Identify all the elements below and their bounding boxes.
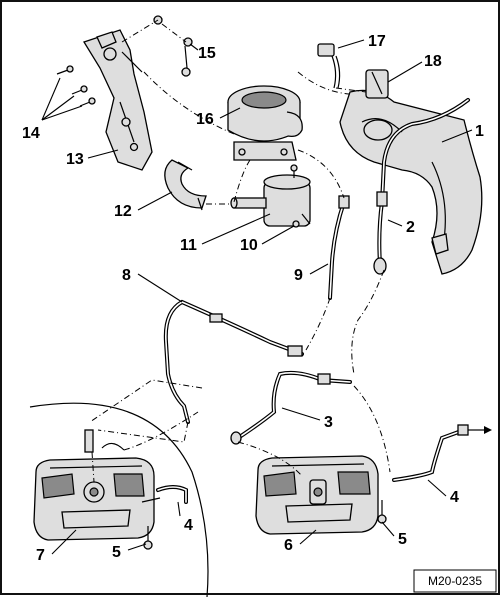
part-14-screws bbox=[56, 65, 96, 107]
callout-18: 18 bbox=[424, 53, 442, 70]
callout-4-left: 4 bbox=[184, 517, 193, 534]
part-2-brake-line bbox=[373, 98, 470, 275]
part-10-clip bbox=[292, 220, 300, 228]
callout-5-left: 5 bbox=[112, 544, 121, 561]
callout-2: 2 bbox=[406, 219, 415, 236]
part-4-bleed-line-left bbox=[156, 485, 188, 504]
reference-code-box: M20-0235 bbox=[413, 569, 497, 593]
callout-13: 13 bbox=[66, 151, 84, 168]
part-18-sensor bbox=[365, 69, 389, 99]
part-4-brake-line-right bbox=[392, 424, 492, 482]
callout-3: 3 bbox=[324, 414, 333, 431]
callout-11: 11 bbox=[180, 237, 197, 254]
callout-17: 17 bbox=[368, 33, 386, 50]
part-17-connector bbox=[317, 43, 341, 89]
part-9-hose bbox=[328, 195, 350, 300]
part-3-brake-line bbox=[230, 370, 352, 445]
callout-9: 9 bbox=[294, 267, 303, 284]
assembly-dashed-lines bbox=[89, 19, 391, 483]
part-6-caliper-right bbox=[255, 455, 379, 535]
part-13-bracket bbox=[83, 29, 153, 171]
callout-16: 16 bbox=[196, 111, 214, 128]
part-7-caliper-left bbox=[33, 457, 161, 541]
part-1-servo-housing bbox=[339, 89, 483, 275]
callout-labels: 1 2 3 4 4 5 5 6 7 8 9 10 11 12 13 14 15 … bbox=[22, 33, 484, 564]
part-15-nuts bbox=[153, 15, 193, 77]
callout-10: 10 bbox=[240, 237, 258, 254]
callout-1: 1 bbox=[475, 123, 484, 140]
part-11-canister bbox=[230, 164, 311, 227]
part-5-bolt-right bbox=[377, 500, 387, 524]
callout-6: 6 bbox=[284, 537, 293, 554]
part-12-elbow-hose bbox=[164, 159, 207, 211]
callout-12: 12 bbox=[114, 203, 132, 220]
part-8-brake-line bbox=[163, 299, 304, 424]
callout-4-right: 4 bbox=[450, 489, 459, 506]
callout-8: 8 bbox=[122, 267, 131, 284]
caliper-left-fitting bbox=[84, 429, 94, 453]
callout-14: 14 bbox=[22, 125, 40, 142]
caliper-left-pipe bbox=[101, 442, 125, 451]
callout-5-right: 5 bbox=[398, 531, 407, 548]
part-16-valve-unit bbox=[227, 85, 303, 161]
callout-15: 15 bbox=[198, 45, 216, 62]
reference-code: M20-0235 bbox=[428, 574, 482, 588]
callout-7: 7 bbox=[36, 547, 45, 564]
callout-leaders bbox=[41, 39, 473, 555]
wheel-arc bbox=[29, 402, 209, 597]
